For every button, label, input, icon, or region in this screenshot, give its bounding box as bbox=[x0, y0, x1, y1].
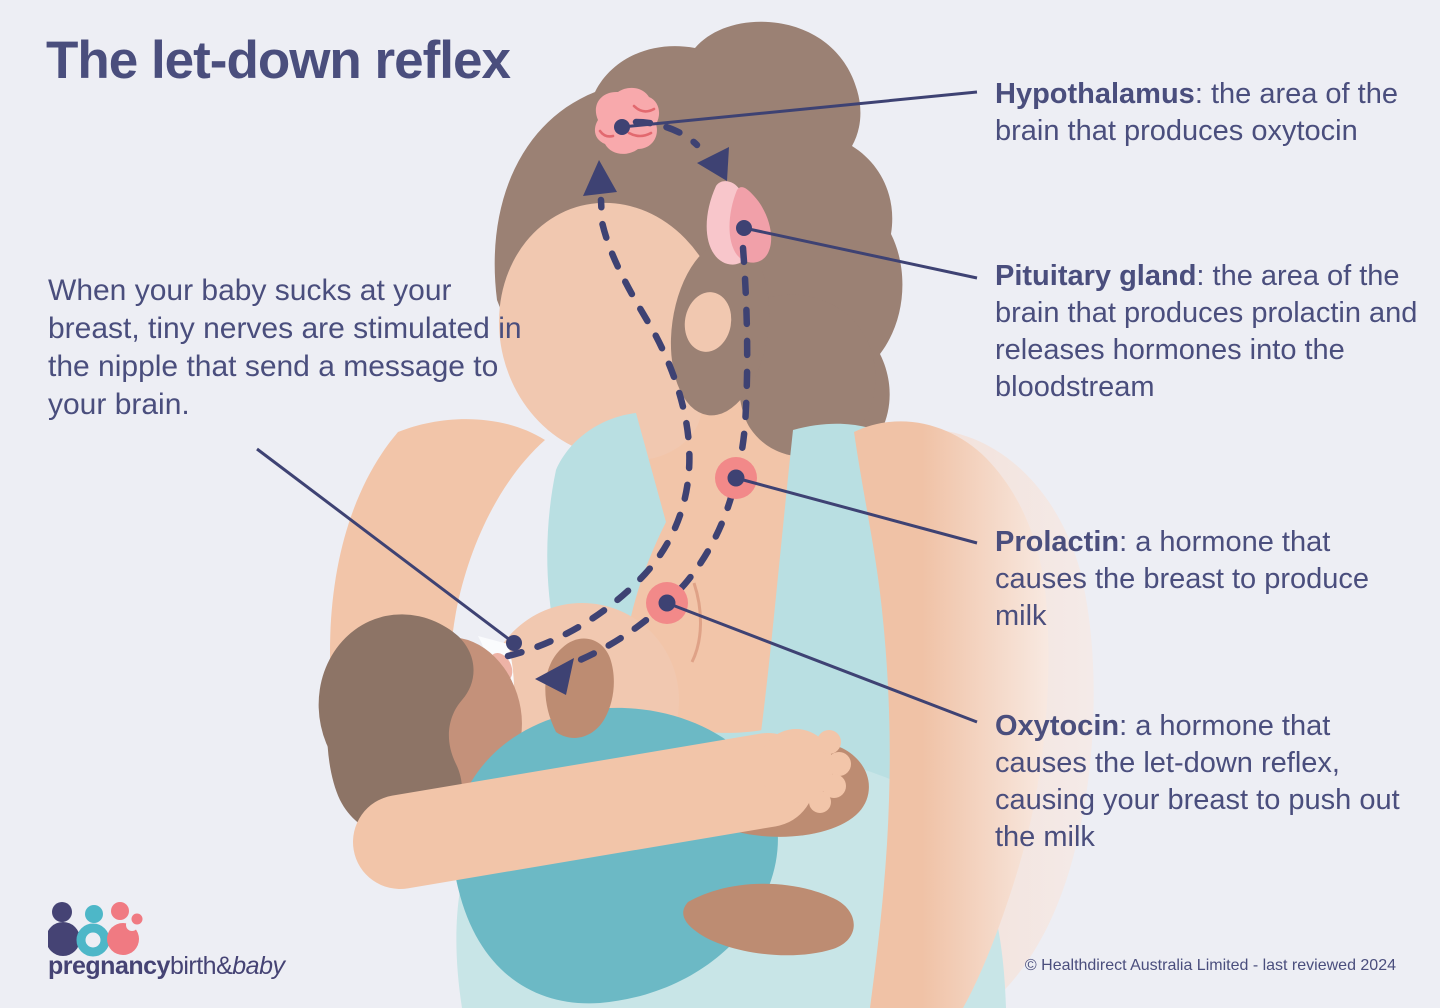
annotation-text: : a hormone that causes the breast to pr… bbox=[995, 526, 1370, 632]
hormone-arrow-icon bbox=[697, 147, 729, 181]
nerve-arrow-icon bbox=[583, 160, 617, 196]
logo-pregnancy: pregnancy bbox=[48, 952, 170, 980]
hypothalamus-marker-dot bbox=[614, 119, 630, 135]
annotation-leaders bbox=[256, 90, 978, 724]
nipple-marker-dot bbox=[506, 635, 522, 651]
baby-hand bbox=[545, 638, 614, 738]
mother-top-left-strap bbox=[547, 413, 666, 656]
mother-ear bbox=[684, 292, 732, 352]
mother-hair-lobe bbox=[738, 294, 876, 457]
page-title: The let-down reflex bbox=[46, 31, 511, 90]
baby-hair-swoosh bbox=[327, 617, 474, 839]
copyright-text: © Healthdirect Australia Limited - last … bbox=[1024, 957, 1396, 974]
logo-birth: birth bbox=[169, 952, 217, 980]
annotation-hypothalamus: Hypothalamus: the area of the brain that… bbox=[995, 76, 1419, 150]
baby-leg-lower bbox=[683, 883, 854, 956]
annotation-text: : the area of the brain that produces ox… bbox=[995, 78, 1398, 147]
annotation-oxytocin: Oxytocin: a hormone that causes the let-… bbox=[995, 708, 1419, 856]
logo-amp: & bbox=[216, 952, 233, 980]
pituitary-marker-dot bbox=[736, 220, 752, 236]
mother-forearm-hand bbox=[353, 729, 851, 889]
annotation-text: : a hormone that causes the let-down ref… bbox=[995, 710, 1400, 853]
breast-crease-line bbox=[690, 582, 702, 663]
annotation-term: Hypothalamus bbox=[995, 78, 1195, 110]
annotation-prolactin: Prolactin: a hormone that causes the bre… bbox=[995, 524, 1419, 635]
annotation-pituitary-gland: Pituitary gland: the area of the brain t… bbox=[995, 258, 1419, 406]
baby-illustration bbox=[318, 614, 869, 1004]
intro-paragraph: When your baby sucks at your breast, tin… bbox=[48, 274, 522, 421]
pituitary-gland-icon bbox=[706, 181, 772, 265]
letdown-arrow-icon bbox=[535, 658, 574, 695]
annotation-term: Oxytocin bbox=[995, 710, 1120, 742]
pregnancy-birth-baby-logo-icon bbox=[48, 902, 143, 957]
logo-baby: baby bbox=[232, 952, 285, 980]
mother-left-arm bbox=[854, 421, 1049, 1008]
pregnancy-birth-baby-logo-text: pregnancybirth&baby bbox=[48, 952, 285, 981]
annotation-text: : the area of the brain that produces pr… bbox=[995, 260, 1418, 403]
annotation-term: Prolactin bbox=[995, 526, 1120, 558]
annotation-term: Pituitary gland bbox=[995, 260, 1197, 292]
nerve-signal-path-nipple-to-brain bbox=[504, 160, 693, 660]
